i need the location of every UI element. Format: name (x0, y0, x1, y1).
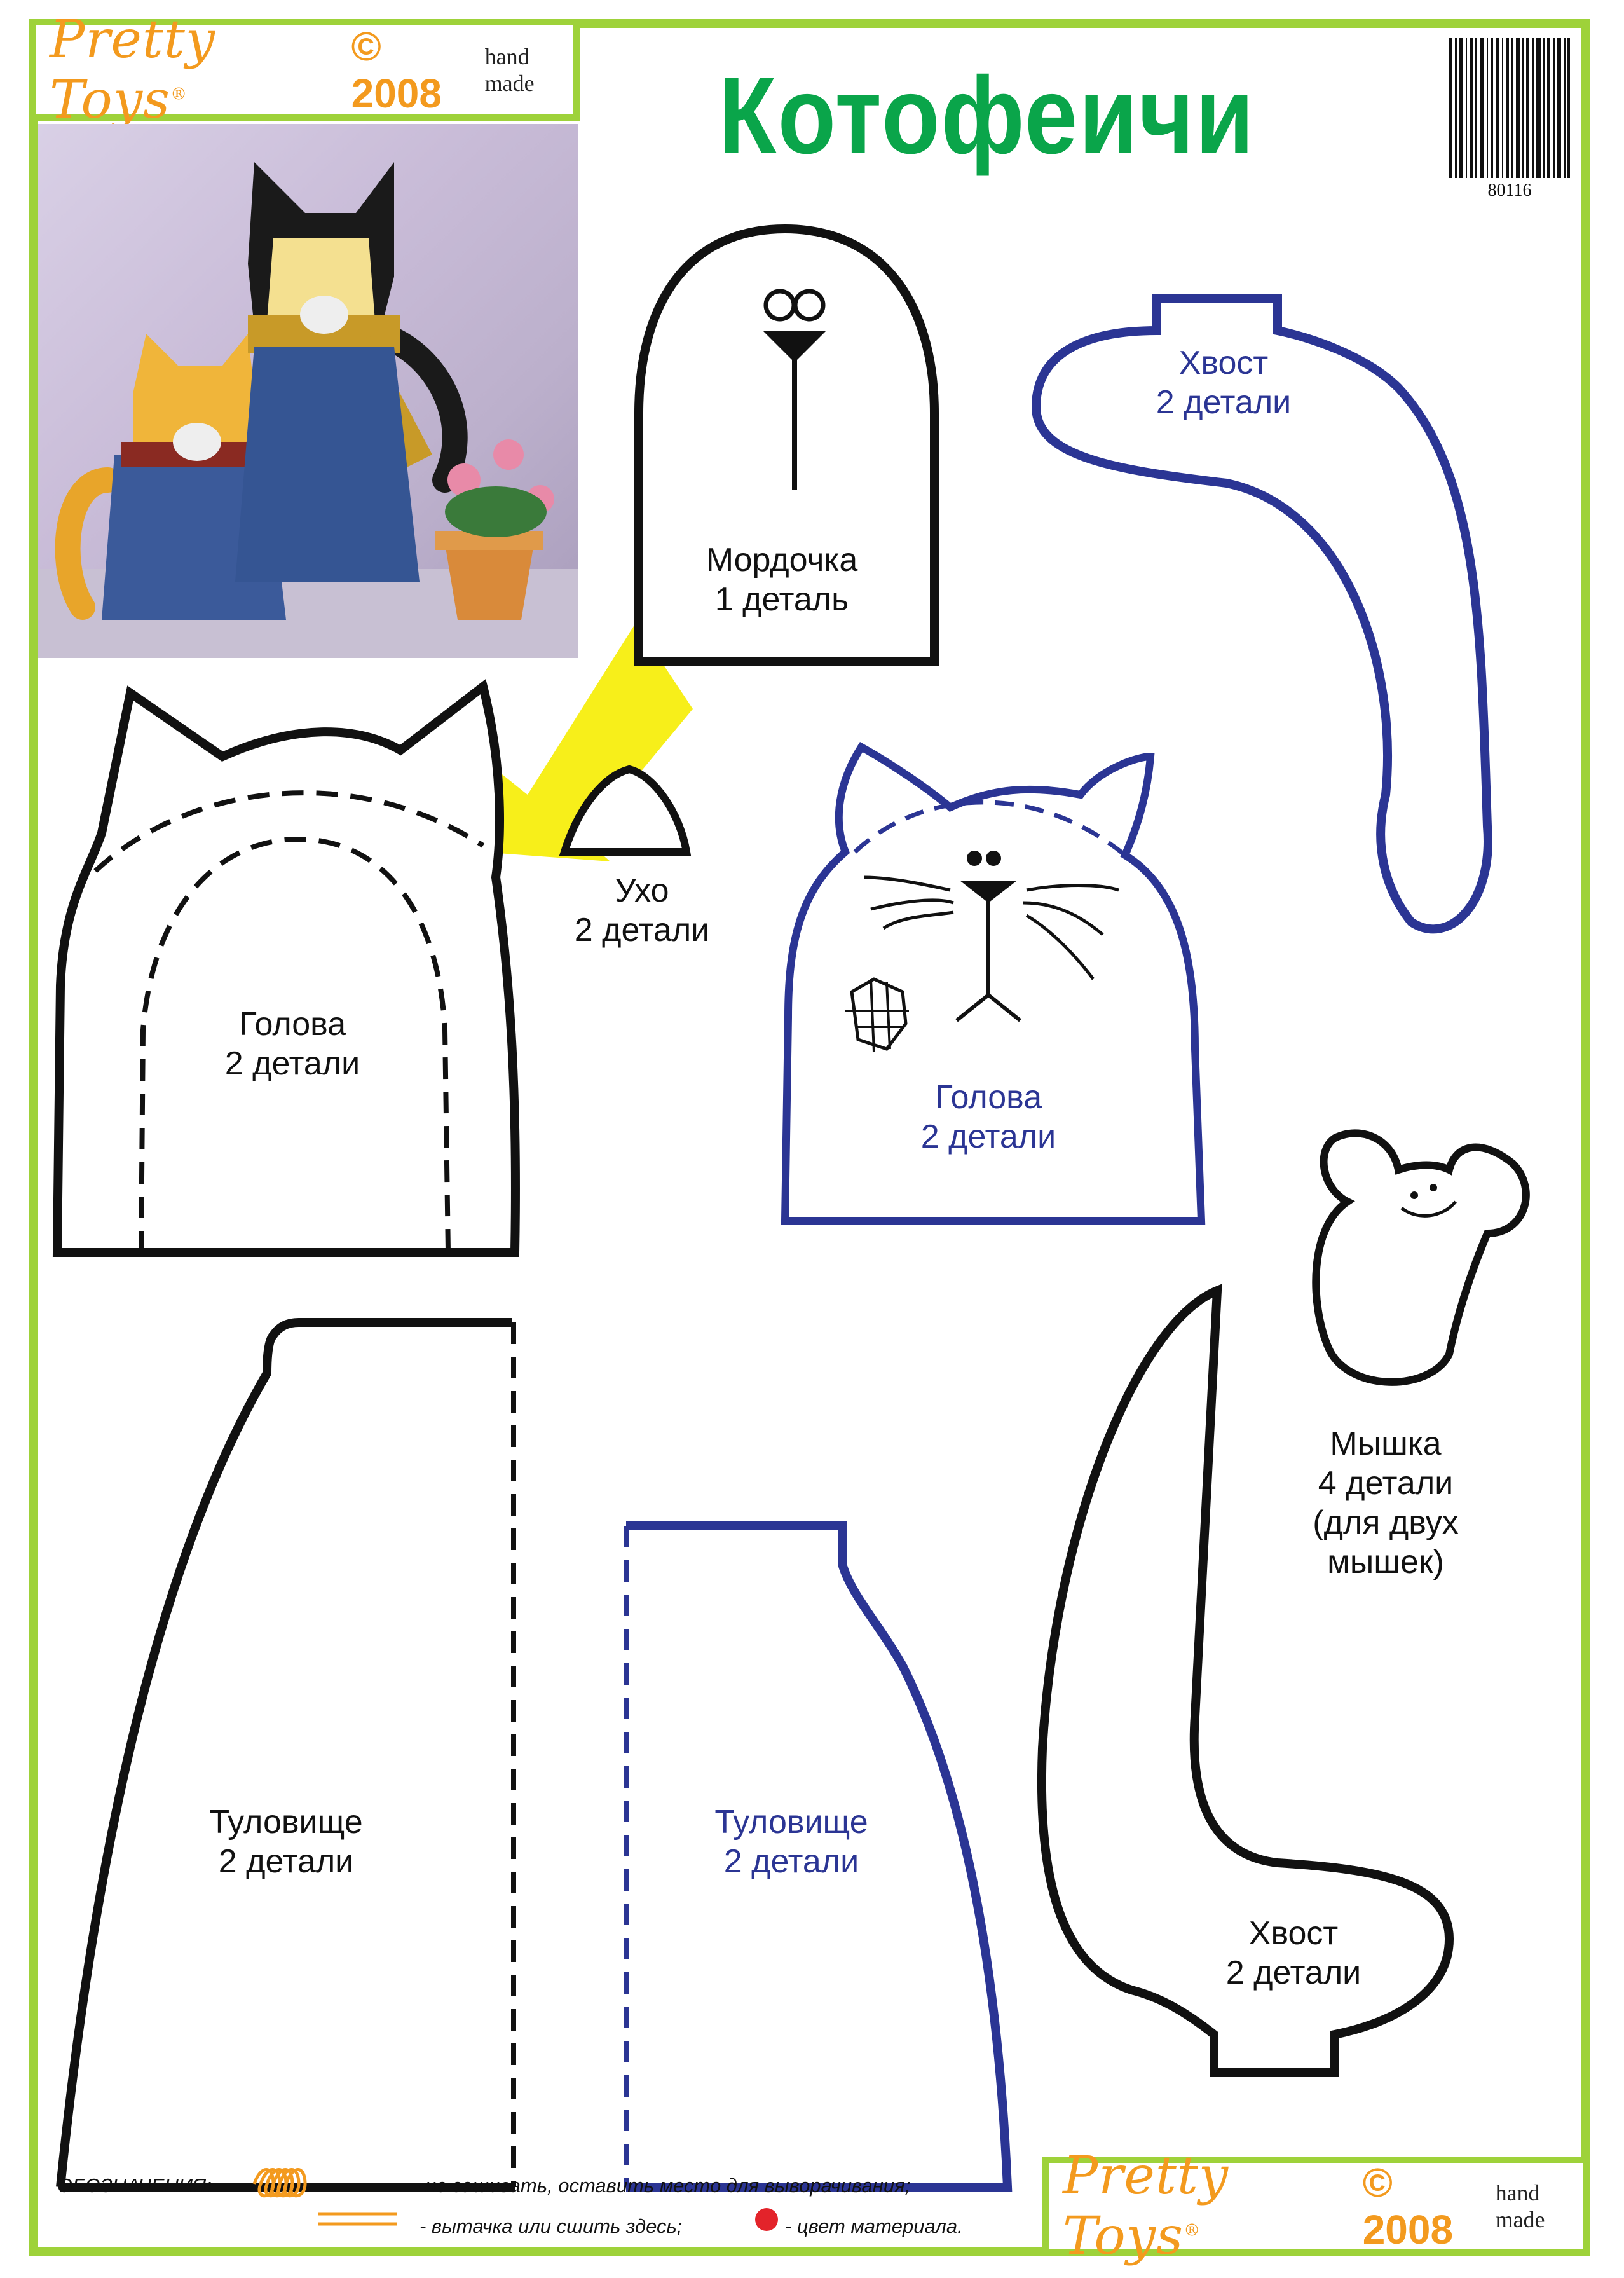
legend-header: ОБОЗНАЧЕНИЯ: (57, 2174, 212, 2197)
brand-copyright: © 2008 (351, 24, 442, 116)
legend-stitch-mark (252, 2168, 307, 2198)
pattern-hvost-bottom (1037, 1284, 1454, 2077)
pattern-golova-blue (781, 742, 1206, 1225)
barcode-number: 80116 (1487, 181, 1532, 200)
product-photo (38, 124, 578, 658)
pattern-myshka (1312, 1129, 1530, 1386)
label-golova-black: Голова 2 детали (224, 1006, 360, 1082)
barcode (1449, 38, 1570, 178)
label-golova-blue: Голова 2 детали (920, 1079, 1056, 1155)
brand-copyright-bottom: © 2008 (1362, 2160, 1454, 2253)
brand-header-top: Pretty Toys® © 2008 hand made (29, 10, 580, 130)
pattern-tulovishche-blue (626, 1521, 1013, 2192)
brand-hand-made: hand made (484, 44, 535, 96)
brand-logo: Pretty Toys® (50, 10, 216, 130)
legend-color-dot (755, 2208, 778, 2231)
label-uho: Ухо 2 детали (574, 872, 710, 949)
legend: ОБОЗНАЧЕНИЯ: - не зашивать, оставить мес… (57, 2162, 1049, 2257)
pattern-uho (559, 765, 692, 856)
label-mordochka: Мордочка 1 деталь (706, 542, 858, 618)
pattern-mordochka (634, 224, 939, 666)
label-tulovishche-blue: Туловище 2 детали (714, 1804, 868, 1880)
pattern-tulovishche-black (56, 1318, 512, 2188)
legend-color: - цвет материала. (785, 2215, 963, 2237)
brand-logo-bottom: Pretty Toys® (1063, 2146, 1229, 2267)
label-tulovishche-black: Туловище 2 детали (209, 1804, 363, 1880)
label-myshka: Мышка 4 детали (для двух мышек) (1313, 1425, 1459, 1581)
cats-illustration (38, 162, 578, 658)
legend-not-sew: - не зашивать, оставить место для вывора… (413, 2174, 911, 2197)
pattern-golova-black (52, 678, 520, 1257)
brand-hand-made-bottom: hand made (1495, 2180, 1545, 2232)
label-hvost-top: Хвост 2 детали (1156, 345, 1292, 421)
brand-header-bottom: Pretty Toys® © 2008 hand made (1042, 2146, 1590, 2267)
page-title: Котофеичи (718, 53, 1255, 177)
label-hvost-bottom: Хвост 2 детали (1225, 1915, 1361, 1991)
legend-dart: - вытачка или сшить здесь; (420, 2215, 683, 2237)
pattern-hvost-top (1031, 294, 1492, 934)
